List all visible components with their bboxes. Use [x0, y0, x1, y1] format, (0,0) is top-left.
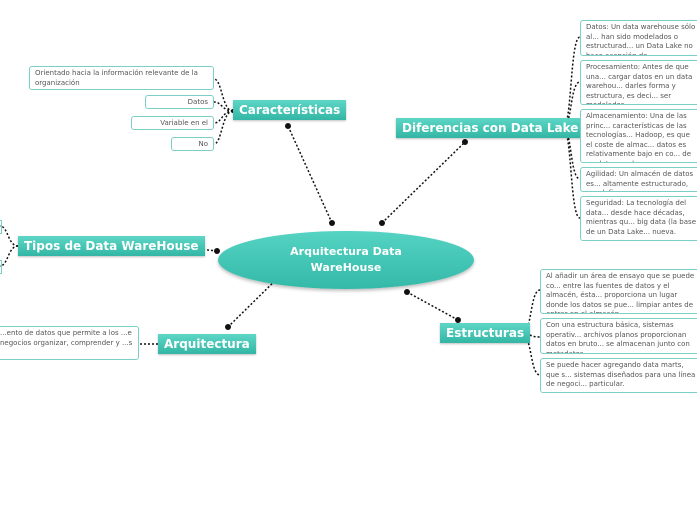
connector-caracteristicas [287, 125, 333, 224]
connector-est-note-3 [521, 333, 541, 376]
note-text: Seguridad: La tecnología del data... des… [586, 199, 696, 236]
connector-est-note-2 [521, 333, 541, 338]
note-text: Con una estructura básica, sistemas oper… [546, 321, 690, 354]
topic-diferencias[interactable]: Diferencias con Data Lake [396, 118, 585, 138]
connector-dif-note-5 [562, 127, 581, 219]
note-diferencias-5[interactable]: Seguridad: La tecnología del data... des… [580, 196, 697, 241]
note-tipos-clipped-1 [0, 220, 2, 234]
central-topic-label: Arquitectura Data WareHouse [290, 245, 402, 274]
note-text: Datos Integrados [170, 98, 208, 108]
topic-estructuras[interactable]: Estructuras [440, 323, 531, 343]
connector-dif-note-4 [562, 127, 581, 180]
note-text: Agilidad: Un almacén de datos es... alta… [586, 170, 694, 191]
connector-dot [225, 324, 231, 330]
connector-car-note-3 [213, 110, 234, 124]
topic-tipos[interactable]: Tipos de Data WareHouse [18, 236, 205, 256]
topic-arquitectura[interactable]: Arquitectura [158, 334, 256, 354]
note-text: Datos: Un data warehouse sólo al... han … [586, 23, 696, 56]
note-text: Al añadir un área de ensayo que se puede… [546, 272, 695, 314]
note-arquitectura[interactable]: ...ento de datos que permite a los ...e … [0, 326, 139, 360]
connector-estructuras [406, 291, 459, 321]
note-estructuras-2[interactable]: Con una estructura básica, sistemas oper… [540, 318, 697, 354]
topic-label: Diferencias con Data Lake [402, 121, 579, 135]
note-tipos-clipped-2 [0, 260, 2, 274]
connector-arquitectura [227, 263, 293, 328]
note-text: Procesamiento: Antes de que una... carga… [586, 63, 693, 105]
note-estructuras-3[interactable]: Se puede hacer agregando data marts, que… [540, 358, 697, 393]
note-diferencias-3[interactable]: Almacenamiento: Una de las princ... cara… [580, 109, 697, 163]
note-text: Variable en el tiempo [160, 119, 208, 129]
topic-label: Características [239, 103, 341, 117]
note-text: Almacenamiento: Una de las princ... cara… [586, 112, 692, 162]
topic-label: Arquitectura [164, 337, 250, 351]
connector-dot [329, 220, 335, 226]
topic-label: Estructuras [446, 326, 525, 340]
note-text: ...ento de datos que permite a los ...e … [0, 329, 133, 347]
connector-dot [462, 139, 468, 145]
connector-dot [285, 123, 291, 129]
note-caracteristicas-4[interactable]: No volátil [171, 137, 214, 151]
note-text: Se puede hacer agregando data marts, que… [546, 361, 696, 388]
connector-car-note-1 [213, 78, 234, 112]
connector-dif-note-2 [562, 81, 581, 129]
note-estructuras-1[interactable]: Al añadir un área de ensayo que se puede… [540, 269, 697, 314]
connector-tipos-down [0, 245, 19, 267]
note-caracteristicas-2[interactable]: Datos Integrados [145, 95, 214, 109]
connector-dot [379, 220, 385, 226]
topic-label: Tipos de Data WareHouse [24, 239, 199, 253]
connector-dot [455, 317, 461, 323]
note-diferencias-1[interactable]: Datos: Un data warehouse sólo al... han … [580, 20, 697, 56]
note-text: Orientado hacia la información relevante… [35, 69, 198, 87]
connector-est-note-1 [521, 289, 541, 335]
connector-car-note-2 [213, 101, 234, 112]
connector-dot [214, 248, 220, 254]
note-diferencias-4[interactable]: Agilidad: Un almacén de datos es... alta… [580, 167, 697, 192]
note-diferencias-2[interactable]: Procesamiento: Antes de que una... carga… [580, 60, 697, 105]
central-topic[interactable]: Arquitectura Data WareHouse [218, 231, 474, 289]
connector-dot [404, 289, 410, 295]
connector-diferencias [381, 141, 466, 224]
connector-tipos-up [0, 225, 19, 247]
topic-caracteristicas[interactable]: Características [233, 100, 347, 120]
note-caracteristicas-1[interactable]: Orientado hacia la información relevante… [29, 66, 214, 90]
note-text: No volátil [187, 140, 208, 150]
connector-car-note-4 [213, 110, 234, 145]
note-caracteristicas-3[interactable]: Variable en el tiempo [131, 116, 214, 130]
